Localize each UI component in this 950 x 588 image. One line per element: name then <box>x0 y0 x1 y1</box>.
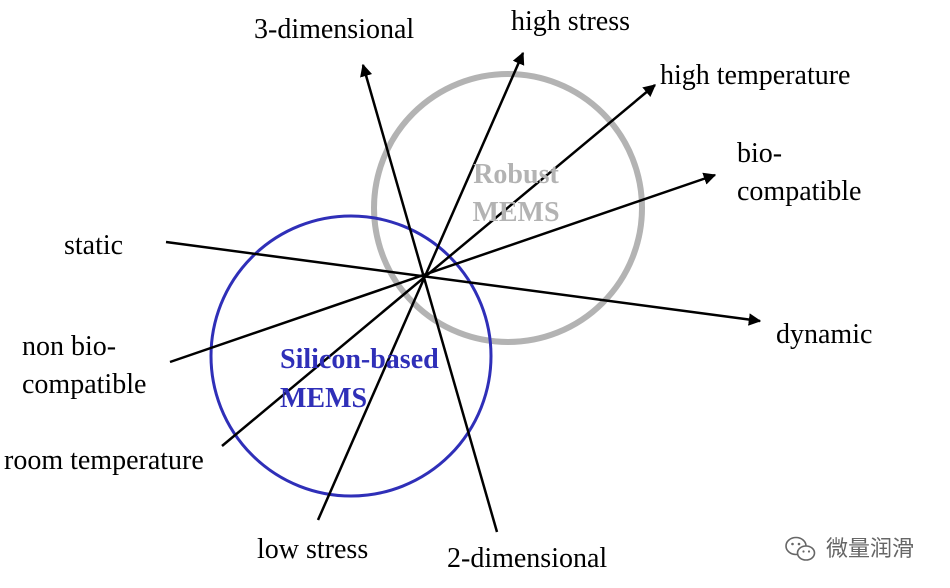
label-3-dimensional: 3-dimensional <box>254 14 414 45</box>
biocompatibility-axis <box>169 172 717 364</box>
robust-mems-label-line1: Robust <box>473 159 559 190</box>
label-static: static <box>64 230 123 261</box>
label-high-temperature: high temperature <box>660 60 850 91</box>
robust-mems-label-line2: MEMS <box>472 197 559 228</box>
robust-mems-label-2: MEMS <box>472 197 559 228</box>
silicon-mems-label-line1: Silicon-based <box>280 344 439 375</box>
label-non-bio-compatible-1: non bio- <box>22 331 116 362</box>
label-high-stress: high stress <box>511 6 630 37</box>
wechat-icon <box>785 536 816 561</box>
motion-axis <box>165 240 762 326</box>
silicon-mems-label: Silicon-based <box>280 344 439 375</box>
temperature-axis <box>221 84 656 447</box>
label-bio-compatible-1: bio- <box>737 138 782 169</box>
label-low-stress: low stress <box>257 534 368 565</box>
watermark: 微量润滑 <box>785 536 914 562</box>
robust-mems-label: Robust <box>473 159 559 190</box>
label-non-bio-compatible-2: compatible <box>22 369 146 400</box>
silicon-mems-label-line2: MEMS <box>280 383 367 414</box>
label-dynamic: dynamic <box>776 319 872 350</box>
label-2-dimensional: 2-dimensional <box>447 543 607 574</box>
dimensional-axis <box>360 63 499 533</box>
stress-axis <box>316 51 525 521</box>
watermark-text: 微量润滑 <box>826 537 914 562</box>
label-room-temperature: room temperature <box>4 445 204 476</box>
label-bio-compatible-2: compatible <box>737 176 861 207</box>
silicon-mems-label-2: MEMS <box>280 383 367 414</box>
robust-mems-circle <box>371 71 645 345</box>
silicon-mems-circle <box>209 214 493 498</box>
